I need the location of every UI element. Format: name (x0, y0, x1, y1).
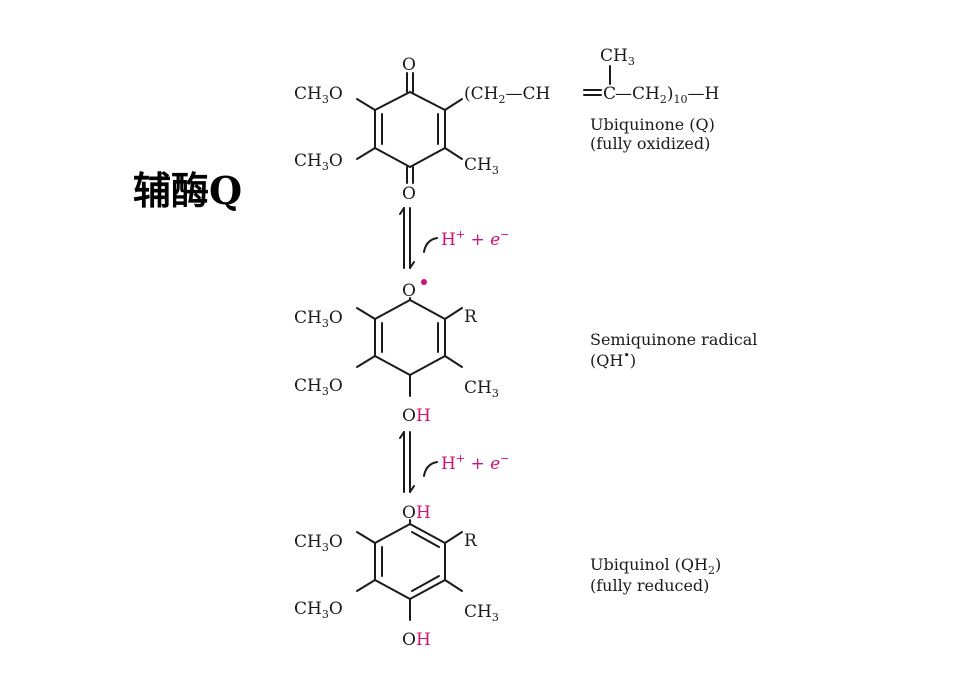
sq-methoxy-1: CH3O (294, 308, 343, 330)
ubiquinol-state: (fully reduced) (590, 576, 709, 595)
ubiquinone-state: (fully oxidized) (590, 134, 710, 153)
ubiquinone-ring (356, 72, 463, 184)
qh2-r-group: R (464, 531, 478, 551)
slide-title: 辅酶Q (133, 168, 243, 213)
chain-quaternary-c: C (603, 84, 616, 104)
redox-arrow-2: H+ + e− (399, 431, 509, 493)
semiquinone-name: Semiquinone radical (590, 330, 757, 349)
sq-hydroxyl: OH (402, 406, 431, 426)
redox-arrow-1: H+ + e− (399, 207, 509, 269)
chain-branch-methyl: CH3 (600, 46, 635, 68)
sq-r-group: R (464, 307, 478, 327)
radical-dot (421, 279, 427, 285)
step-2-reagent: H+ + e− (441, 452, 509, 474)
semiquinone-structure: O OH CH3O CH3O R CH3 (294, 279, 499, 426)
step-1-reagent: H+ + e− (441, 228, 509, 250)
qh2-methoxy-2: CH3O (294, 599, 343, 621)
sq-methoxy-2: CH3O (294, 376, 343, 398)
chain-tail: —CH2)10—H (615, 84, 719, 106)
q-oxo-bottom: O (402, 184, 416, 204)
isoprenoid-side-chain: CH3 (CH2—CH C —CH2)10—H (464, 46, 719, 106)
semiquinone-state: (QH•) (590, 349, 636, 370)
q-methoxy-1: CH3O (294, 84, 343, 106)
sq-oxygen-radical: O (402, 281, 416, 301)
sq-methyl: CH3 (464, 378, 499, 400)
ubiquinol-ring (356, 519, 463, 621)
q-methyl: CH3 (464, 155, 499, 177)
qh2-methyl: CH3 (464, 602, 499, 624)
q-methoxy-2: CH3O (294, 151, 343, 173)
qh2-hydroxyl-bottom: OH (402, 630, 431, 650)
ubiquinone-structure: O O CH3O CH3O CH3 CH3 (CH2—CH C —CH2)10—… (294, 46, 719, 204)
semiquinone-ring (356, 297, 463, 397)
ubiquinol-structure: OH OH CH3O CH3O R CH3 (294, 503, 499, 650)
q-oxo-top: O (402, 55, 416, 75)
ubiquinol-name: Ubiquinol (QH2) (590, 555, 721, 577)
qh2-methoxy-1: CH3O (294, 532, 343, 554)
chain-formula: (CH2—CH (464, 84, 550, 106)
ubiquinone-name: Ubiquinone (Q) (590, 115, 715, 134)
qh2-hydroxyl-top: OH (402, 503, 431, 523)
